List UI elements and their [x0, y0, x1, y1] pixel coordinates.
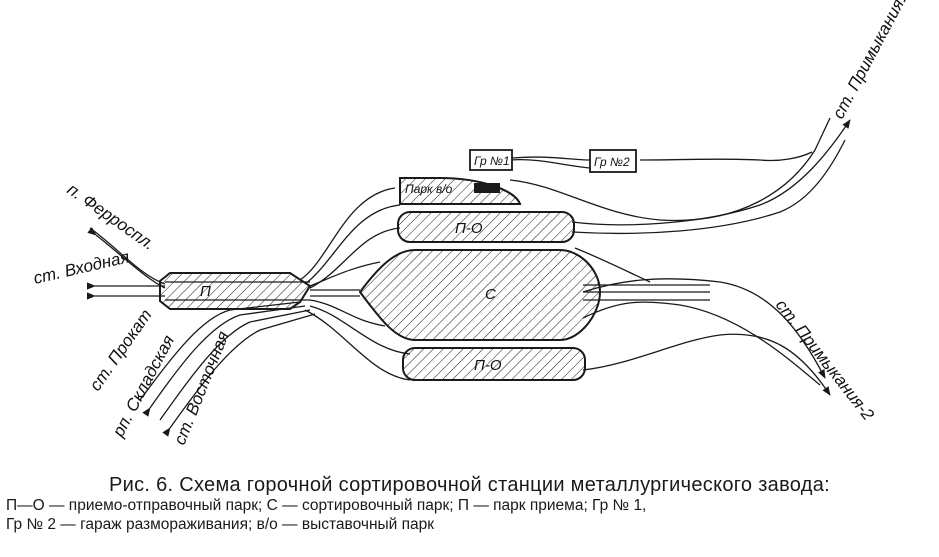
caption-legend-line2: Гр № 2 — гараж размораживания; в/о — выс…: [6, 516, 435, 533]
park-vo: Парк в/о: [399, 177, 522, 205]
svg-text:С: С: [485, 286, 496, 303]
park-po-bottom: П-О: [402, 347, 586, 381]
station-vkhodnaya-label: ст. Входная: [32, 247, 132, 288]
park-p-reception: П: [159, 272, 312, 310]
svg-text:П-О: П-О: [455, 220, 483, 237]
station-prim1-label: ст. Примыкания1: [829, 0, 913, 122]
garage-gr2: Гр №2: [589, 149, 637, 173]
station-prim2-label: ст. Примыкания-2: [772, 296, 878, 425]
svg-text:П: П: [200, 283, 211, 300]
svg-text:Парк в/о: Парк в/о: [405, 182, 453, 196]
svg-text:Гр №1: Гр №1: [474, 154, 510, 168]
caption-title: Рис. 6. Схема горочной сортировочной ста…: [108, 474, 831, 496]
station-vostochnaya-label: ст. Восточная: [170, 329, 233, 448]
station-scheme-diagram: Гр №1 Гр №2 Парк в/о П-О С П П-О ст. Вхо…: [32, 0, 913, 448]
park-s-sorting: С: [358, 249, 602, 341]
figure-caption: Рис. 6. Схема горочной сортировочной ста…: [0, 474, 939, 534]
station-ferrospl-label: п. Ферроспл.: [64, 180, 159, 254]
svg-text:П-О: П-О: [474, 357, 502, 374]
right-tracks: [509, 117, 851, 396]
garage-link-track: [511, 156, 591, 161]
caption-legend-line1: П—О — приемо-отправочный парк; С — сорти…: [6, 497, 647, 514]
garage-gr1: Гр №1: [469, 149, 513, 171]
svg-text:Гр №2: Гр №2: [594, 155, 630, 169]
park-po-top: П-О: [397, 211, 575, 243]
left-approach-tracks: [86, 227, 316, 437]
